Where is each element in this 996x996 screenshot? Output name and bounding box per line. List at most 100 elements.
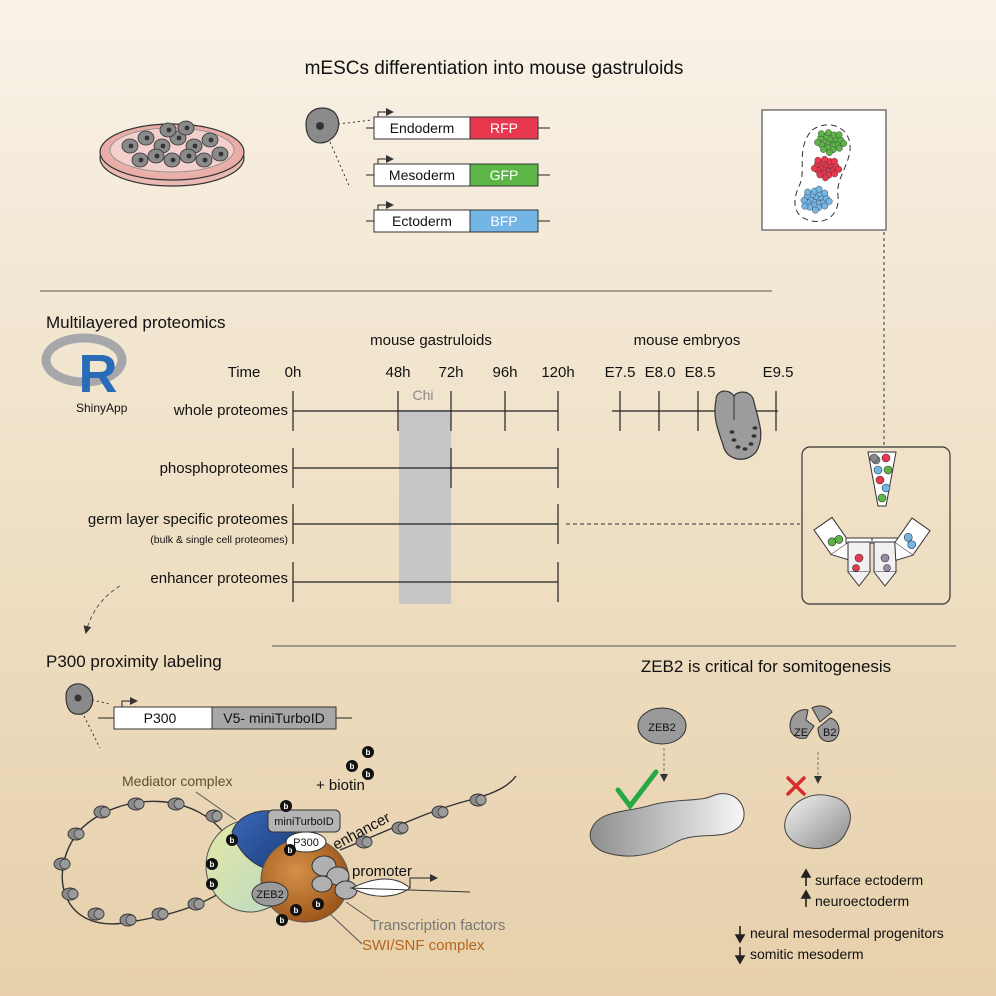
cell-sorting-panel [801,446,951,605]
reporter-construct-endoderm: Endoderm RFP [366,108,550,140]
effect-down-1: somitic mesoderm [750,946,864,962]
biotin-label: + biotin [316,777,365,794]
p300-label: P300 [293,837,319,849]
embryos-label: mouse embryos [634,332,741,349]
promoter-dna [349,887,471,893]
svg-text:R: R [79,344,118,404]
r-logo-icon: R [41,333,127,404]
zeb2-heading: ZEB2 is critical for somitogenesis [641,657,891,676]
rfp-label: RFP [490,120,518,136]
zeb2-blob [251,881,289,907]
p300-blob [285,831,327,853]
mesoderm-label: Mesoderm [389,167,455,183]
flow-arrow [83,585,121,634]
effect-down-0: neural mesodermal progenitors [750,925,944,941]
construct-p300-label: P300 [144,710,177,726]
time-tick-e9-5: E9.5 [763,364,794,381]
svg-text:b: b [350,762,355,771]
gfp-box [469,163,539,187]
timeline-phospho [292,448,559,488]
up-arrow-icon [800,868,812,907]
mediator-label: Mediator complex [122,773,233,789]
row-label-whole: whole proteomes [173,402,288,419]
rfp-box [469,116,539,140]
row-label-germ: germ layer specific proteomes [88,511,288,528]
chi-band [399,410,451,604]
cross-icon [786,776,806,796]
stem-cell [305,107,373,189]
zeb2-broken-left: ZE [794,727,808,739]
p300-construct: P300 V5- miniTurboID [98,697,352,730]
svg-text:b: b [210,860,215,869]
shinyapp-label: ShinyApp [76,401,128,415]
bfp-box [469,209,539,233]
time-tick-120h: 120h [541,364,574,381]
construct-miniturbo-label: V5- miniTurboID [223,710,324,726]
tf-label: Transcription factors [370,917,505,934]
petri-dish [99,120,245,187]
tss-arrow [409,874,438,888]
gastruloids-label: mouse gastruloids [370,332,492,349]
svg-text:b: b [294,906,299,915]
zeb2-protein-label: ZEB2 [648,722,676,734]
swi-pointer [329,913,363,945]
p300-heading: P300 proximity labeling [46,652,222,671]
time-tick-96h: 96h [492,364,517,381]
effect-up-1: neuroectoderm [815,893,909,909]
effect-up-0: surface ectoderm [815,872,923,888]
timeline-whole [292,391,778,431]
svg-text:b: b [288,846,293,855]
mediator-pointer [195,791,237,821]
check-icon [615,769,659,811]
endoderm-label: Endoderm [390,120,455,136]
reporter-construct-mesoderm: Mesoderm GFP [366,155,550,187]
reporter-construct-ectoderm: Ectoderm BFP [366,201,550,233]
timeline-enhancer [292,562,559,602]
promoter-label: promoter [352,863,412,880]
bfp-label: BFP [490,213,517,229]
svg-text:b: b [230,836,235,845]
chromatin-loop [61,800,247,925]
gfp-label: GFP [490,167,519,183]
biotin-molecules: b b b [346,746,374,780]
svg-text:b: b [284,802,289,811]
nucleosomes [53,793,487,927]
embryo-icon [714,390,762,460]
zeb2-broken-right: B2 [823,727,836,739]
svg-text:b: b [316,900,321,909]
ectoderm-label: Ectoderm [392,213,452,229]
chromatin-strand [339,775,517,851]
time-tick-e8-0: E8.0 [645,364,676,381]
miniturbo-label: miniTurboID [274,816,334,828]
normal-gastruloid [589,793,745,857]
time-tick-72h: 72h [438,364,463,381]
mutant-gastruloid [784,794,851,849]
page-title: mESCs differentiation into mouse gastrul… [305,58,684,79]
p300-cell [65,683,111,749]
promoter-shape [350,878,411,897]
row-label-phospho: phosphoproteomes [160,460,288,477]
zeb2-blob-label: ZEB2 [256,889,284,901]
zeb2-broken-protein [789,705,840,742]
transcription-factor-blobs [311,855,358,900]
row-sublabel-germ: (bulk & single cell proteomes) [150,534,288,546]
timeline-germ [292,504,559,544]
time-tick-48h: 48h [385,364,410,381]
time-tick-0h: 0h [285,364,302,381]
down-arrow-icon [734,926,746,965]
time-label: Time [228,364,261,381]
row-label-enhancer: enhancer proteomes [150,570,288,587]
svg-text:b: b [366,770,371,779]
chi-label: Chi [412,387,433,403]
gastruloid-image [761,109,887,231]
swi-snf-label: SWI/SNF complex [362,937,485,954]
time-tick-e8-5: E8.5 [685,364,716,381]
svg-text:b: b [210,880,215,889]
zeb2-protein [637,707,687,745]
time-tick-e7-5: E7.5 [605,364,636,381]
svg-text:b: b [280,916,285,925]
svg-text:b: b [366,748,371,757]
proteomics-heading: Multilayered proteomics [46,313,226,332]
tf-pointer [345,901,373,921]
